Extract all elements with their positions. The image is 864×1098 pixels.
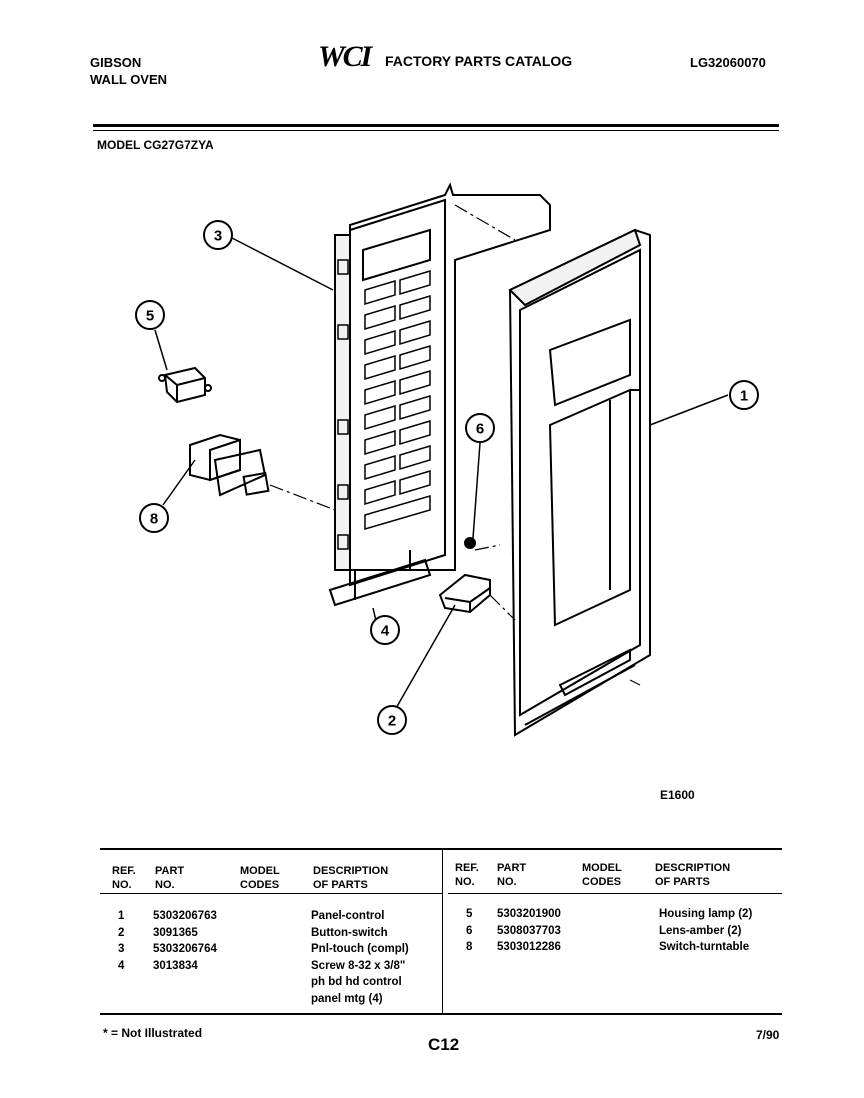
header-rule-bottom [93,130,779,131]
callout-5: 5 [146,308,154,325]
table-header-rule-left [100,893,442,894]
table-row-ref: 1 [118,910,125,922]
table-row-desc: Lens-amber (2) [659,924,742,937]
catalog-title: FACTORY PARTS CATALOG [385,53,573,69]
lamp-housing [158,366,212,404]
page-number: C12 [428,1035,460,1054]
callout-4: 4 [381,623,390,640]
table-row-part: 5308037703 [497,924,561,937]
table-row-desc: Pnl-touch (compl) [311,943,409,955]
button-switch [438,573,491,614]
product-type: WALL OVEN [90,72,168,87]
part-column-right: 5303201900 5308037703 5303012286 [497,906,561,956]
figure-code: E1600 [660,788,695,802]
not-illustrated-note: * = Not Illustrated [103,1026,203,1040]
table-row-ref: 8 [466,941,473,953]
description-column-right: Housing lamp (2) Lens-amber (2) Switch-t… [659,906,752,956]
touch-panel-assembly [328,182,551,607]
callout-2: 2 [388,713,396,730]
table-row-part: 3091365 [153,926,198,939]
table-header-rule-right [448,893,782,894]
table-row-desc: Switch-turntable [659,941,750,953]
table-row-part: 5303201900 [497,908,561,920]
table-row-part: 3013834 [153,959,198,972]
model-label: MODEL CG27G7ZYA [97,138,214,152]
table-row-desc: Housing lamp (2) [659,908,753,920]
control-panel-face [508,228,651,737]
table-row-ref: 2 [118,926,125,939]
table-divider [442,850,443,1013]
table-row-desc: Button-switch [311,926,388,939]
callout-8: 8 [150,511,158,528]
revision-date: 7/90 [756,1028,780,1042]
ref-column-right: 5 6 8 [466,906,472,956]
wci-logo: WCI [318,40,372,73]
ref-column-left: 1 2 3 4 [118,908,124,974]
table-row-desc: ph bd hd control [311,976,402,988]
table-row-ref: 3 [118,943,125,955]
turntable-switch [189,433,270,497]
table-row-desc: Screw 8-32 x 3/8" [311,959,406,972]
table-rule-top [100,848,782,850]
callout-3: 3 [214,228,222,245]
callout-6: 6 [476,421,484,438]
table-row-part: 5303206763 [153,910,217,922]
table-row-desc: panel mtg (4) [311,992,383,1005]
table-row-part: 5303206764 [153,943,217,955]
table-rule-bottom [100,1013,782,1015]
brand-name: GIBSON [90,55,142,70]
table-row-ref: 6 [466,924,473,937]
exploded-parts-diagram: 3 5 8 6 1 2 4 [135,182,759,737]
table-row-ref: 4 [118,959,125,972]
catalog-code: LG32060070 [690,55,766,70]
table-row-part: 5303012286 [497,941,561,953]
table-row-ref: 5 [466,908,473,920]
description-column-left: Panel-control Button-switch Pnl-touch (c… [311,908,409,1007]
part-column-left: 5303206763 3091365 5303206764 3013834 [153,908,217,974]
col-ref-header: REF.NO. [112,865,136,891]
amber-lens [464,537,476,549]
col-ref-header-right: REF.NO. [455,862,479,888]
table-row-desc: Panel-control [311,910,385,922]
callout-1: 1 [740,388,748,405]
header-rule-top [93,124,779,127]
